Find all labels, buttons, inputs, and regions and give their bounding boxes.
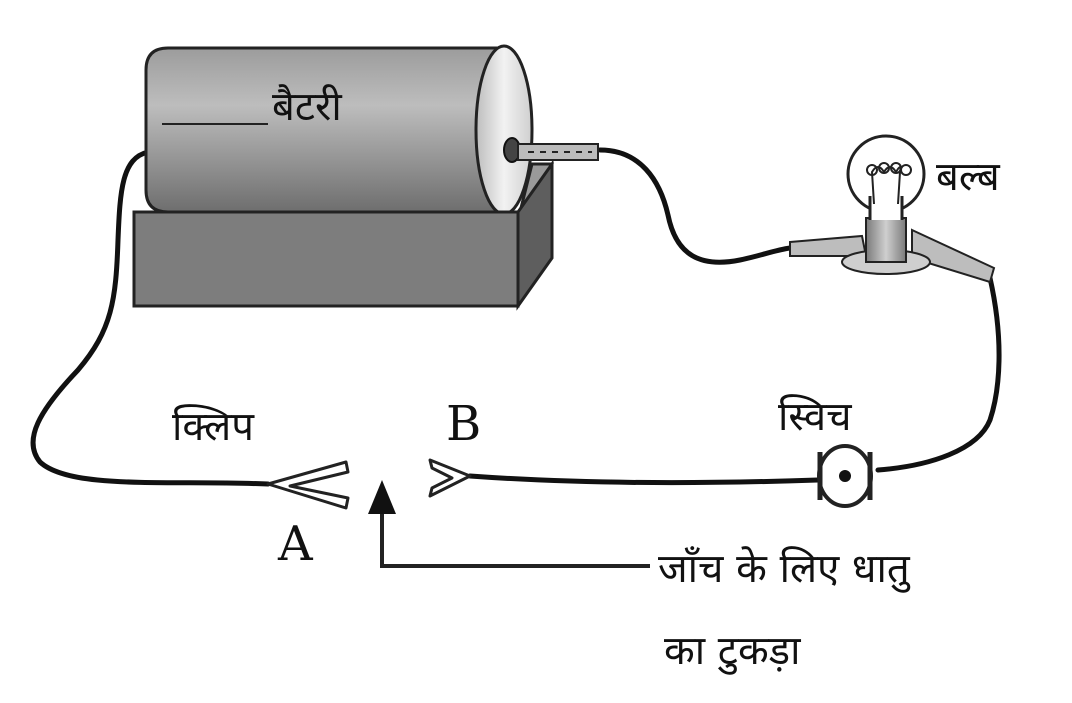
point-b-label: B xyxy=(446,396,481,452)
battery: बैटरी xyxy=(132,44,554,311)
battery-base-front xyxy=(132,210,520,308)
bulb-label: बल्ब xyxy=(936,154,1001,200)
bulb-glass-neck xyxy=(870,196,902,220)
bulb-clip-right xyxy=(911,228,996,284)
clip-b xyxy=(428,458,472,498)
switch-label: स्विच xyxy=(778,394,852,440)
point-a-label: A xyxy=(277,516,314,572)
wire-bulb-to-switch xyxy=(875,275,1002,473)
wire-battery-to-clip-a xyxy=(30,149,271,487)
battery-clip xyxy=(517,143,599,161)
battery-cylinder xyxy=(144,46,502,214)
bulb-base xyxy=(865,217,907,263)
battery-label: बैटरी xyxy=(272,84,342,130)
battery-end-cap xyxy=(474,44,534,216)
test-piece-label-line2: का टुकड़ा xyxy=(664,628,801,675)
bulb: बल्ब xyxy=(789,134,1001,284)
wire-switch-to-clip-b xyxy=(467,473,821,486)
clip-a xyxy=(266,460,350,510)
test-piece-label-line1: जाँच के लिए धातु xyxy=(658,546,911,593)
test-piece-pointer xyxy=(368,480,650,568)
switch-knob xyxy=(839,470,851,482)
switch: स्विच xyxy=(778,394,873,508)
arrow-head xyxy=(368,480,396,514)
wire-battery-to-bulb xyxy=(597,147,793,265)
clip-label: क्लिप xyxy=(172,404,255,450)
